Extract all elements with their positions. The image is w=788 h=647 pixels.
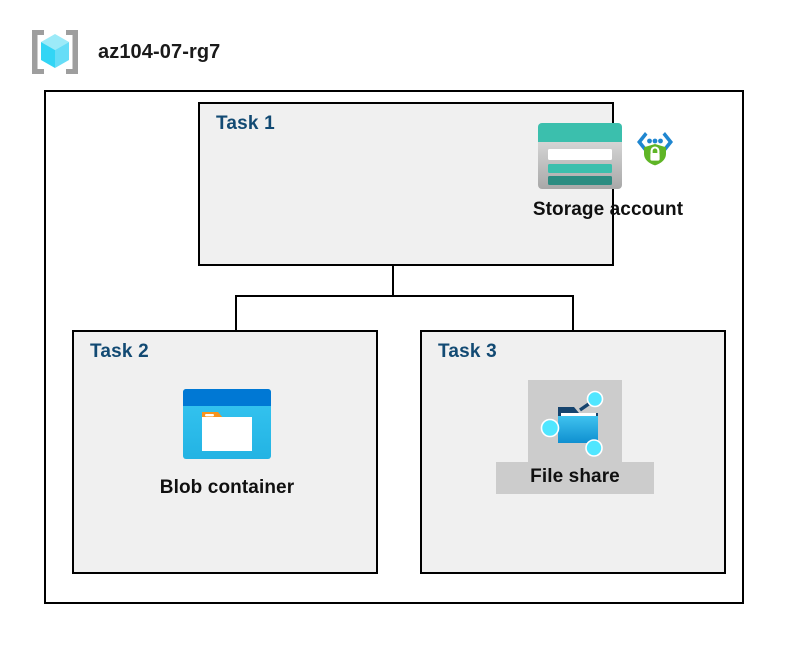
resource-group-header: az104-07-rg7 (28, 24, 348, 80)
task-1-label: Task 1 (216, 113, 275, 134)
blob-container-icon (182, 388, 272, 460)
storage-account-icon (537, 122, 623, 190)
private-endpoint-shield-icon (631, 122, 679, 170)
node-blob-container[interactable]: Blob container (117, 388, 337, 501)
node-storage-account[interactable]: Storage account (438, 122, 778, 223)
task-3-label: Task 3 (438, 341, 497, 362)
storage-account-caption: Storage account (532, 199, 684, 220)
task-box-2[interactable]: Task 2 (72, 330, 378, 574)
file-share-caption: File share (496, 462, 654, 494)
task-box-3[interactable]: Task 3 (420, 330, 726, 574)
blob-container-caption: Blob container (159, 477, 295, 498)
task-2-label: Task 2 (90, 341, 149, 362)
connector-distribution-bus (235, 295, 574, 297)
resource-group-title: az104-07-rg7 (98, 40, 221, 63)
file-share-icon (536, 384, 614, 462)
storage-account-icon-row (537, 122, 679, 190)
file-share-icon-backdrop (528, 380, 622, 462)
resource-group-icon (28, 27, 82, 77)
task-box-1[interactable]: Task 1 (198, 102, 683, 266)
node-file-share[interactable]: File share (475, 380, 675, 494)
